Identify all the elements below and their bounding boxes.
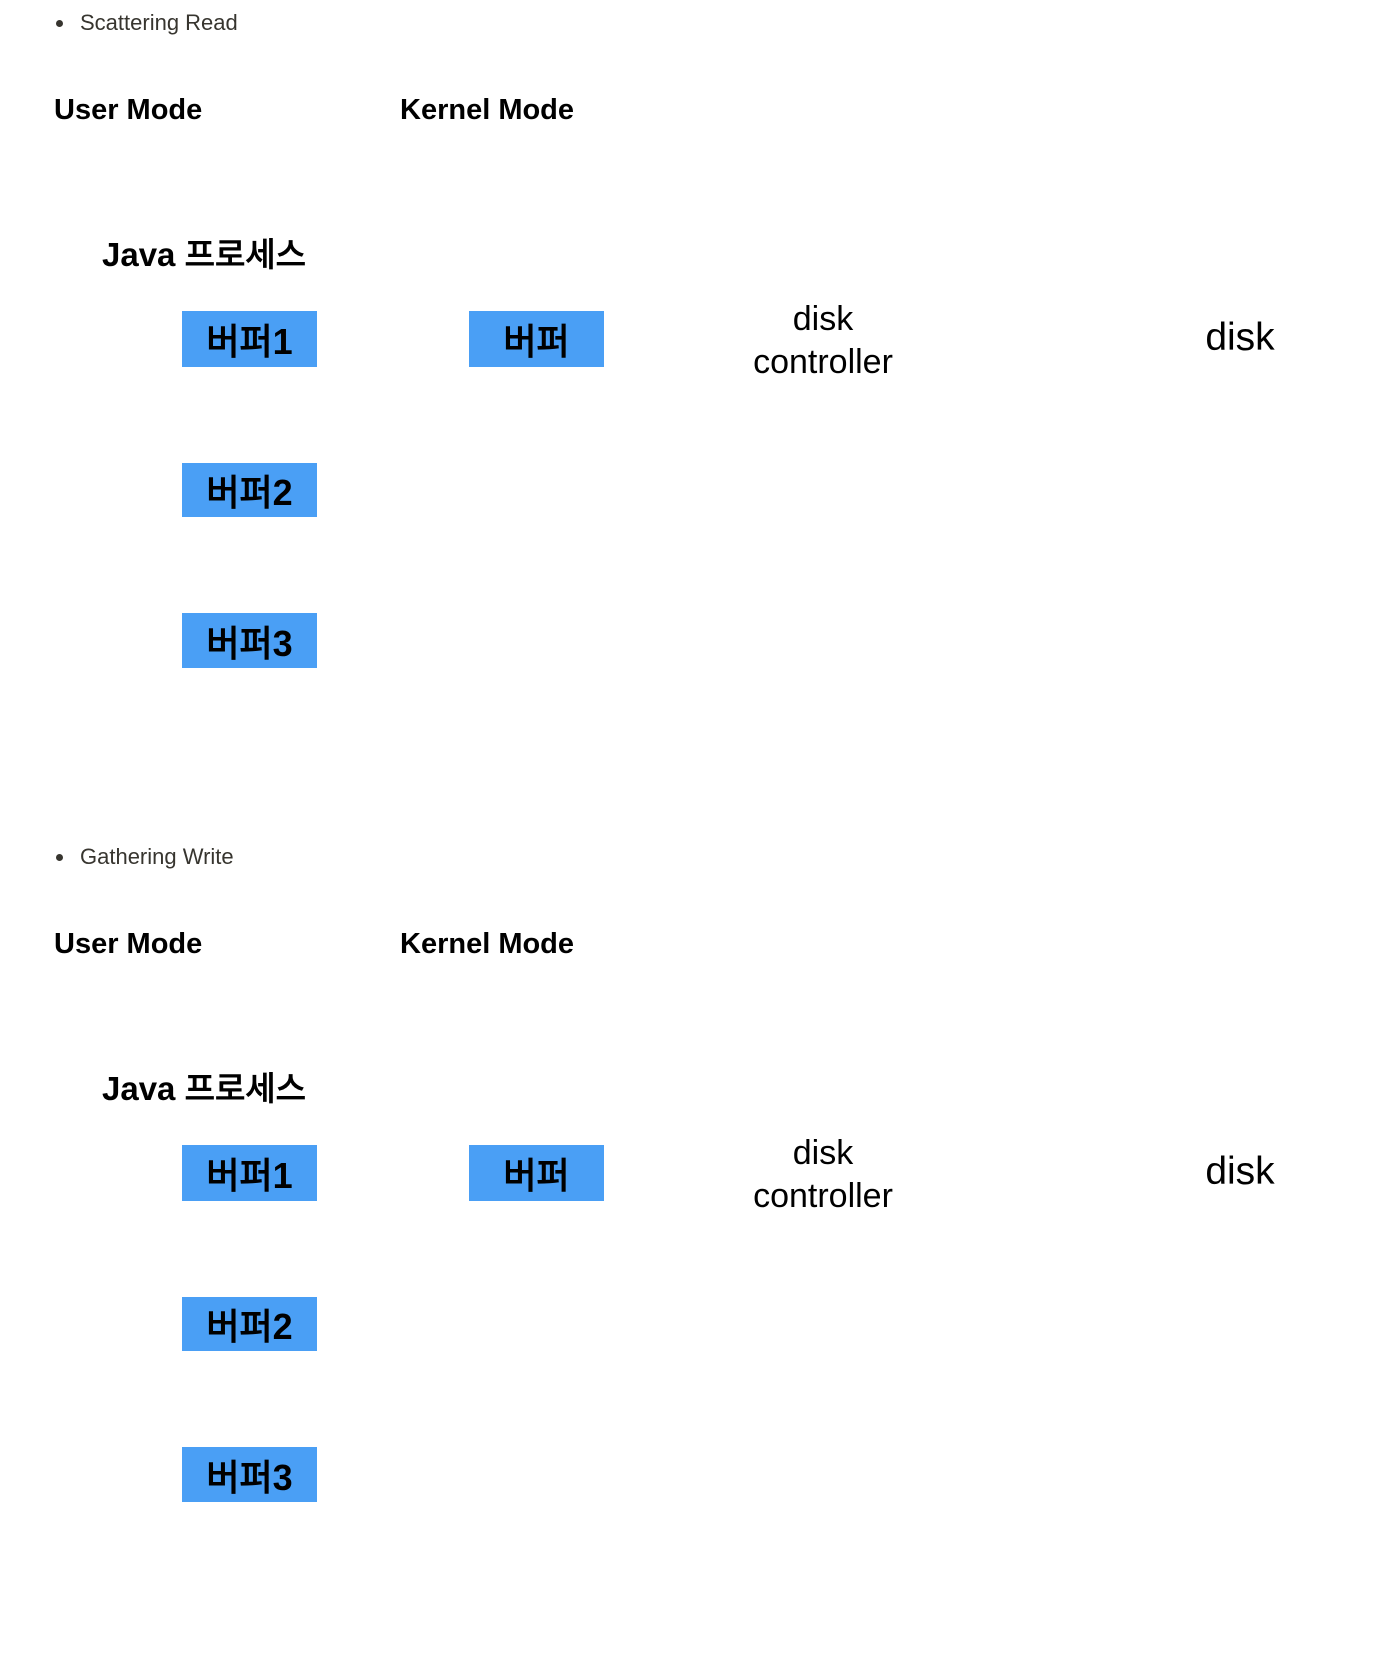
disk-label: disk (1205, 316, 1275, 359)
gathering-write-section: Gathering Write User Mode Kernel Mode Ja… (0, 834, 1384, 1668)
kernel-buffer: 버퍼 (469, 311, 604, 367)
disk-label: disk (1205, 1150, 1275, 1193)
kernel-mode-label: Kernel Mode (400, 94, 575, 126)
bullet-dot-icon (56, 853, 63, 861)
user-mode-label: User Mode (54, 94, 203, 126)
java-process-label: Java 프로세스 (102, 236, 307, 273)
user-buffer-3: 버퍼3 (182, 1447, 317, 1502)
kernel-buffer: 버퍼 (469, 1145, 604, 1201)
bullet-dot-icon (56, 19, 63, 27)
scattering-read-section: Scattering Read User Mode Kernel Mode Ja… (54, 10, 1275, 668)
user-buffer-1: 버퍼1 (182, 1145, 317, 1201)
bullet-item: Gathering Write (56, 844, 234, 870)
user-buffer-2: 버퍼2 (182, 1297, 317, 1351)
controller-line-2: controller (753, 343, 893, 381)
controller-line-1: disk (792, 1134, 854, 1172)
user-buffer-3: 버퍼3 (182, 613, 317, 668)
user-buffer-1: 버퍼1 (182, 311, 317, 367)
section-title: Gathering Write (80, 844, 234, 869)
controller-line-2: controller (753, 1177, 893, 1215)
java-process-label: Java 프로세스 (102, 1070, 307, 1107)
user-buffer-2: 버퍼2 (182, 463, 317, 517)
section-title: Scattering Read (80, 10, 238, 35)
bullet-item: Scattering Read (56, 10, 238, 36)
kernel-mode-label: Kernel Mode (400, 928, 575, 960)
user-mode-label: User Mode (54, 928, 203, 960)
disk-controller-label: disk controller (723, 298, 923, 384)
controller-line-1: disk (792, 300, 854, 338)
disk-controller-label: disk controller (723, 1132, 923, 1218)
